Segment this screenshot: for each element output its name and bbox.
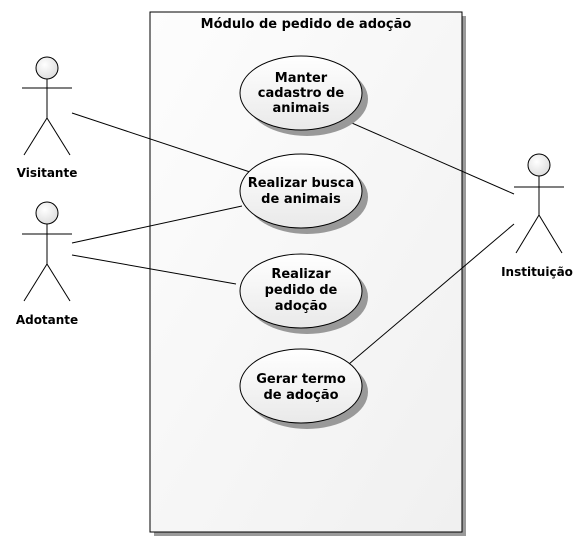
- use-case-label-line: pedido de: [265, 283, 338, 298]
- association-adotante-pedido: [71, 254, 237, 285]
- use-case-label-line: Gerar termo: [256, 372, 346, 387]
- actor-adotante[interactable]: Adotante: [16, 201, 78, 327]
- actor-label: Visitante: [17, 166, 78, 180]
- use-case-label-line: de animais: [261, 192, 341, 207]
- use-case-realizar-pedido[interactable]: Realizar pedido de adoção: [239, 253, 368, 334]
- association-visitante-busca: [71, 112, 251, 173]
- association-instituicao-termo: [348, 223, 515, 365]
- use-case-realizar-busca[interactable]: Realizar busca de animais: [239, 153, 368, 234]
- association-instituicao-cadastro: [344, 119, 515, 195]
- association-adotante-busca: [71, 205, 243, 244]
- use-case-manter-cadastro[interactable]: Manter cadastro de animais: [239, 55, 368, 136]
- actor-visitante[interactable]: Visitante: [17, 56, 78, 180]
- use-case-label-line: de adoção: [263, 388, 338, 403]
- stick-figure-icon: [22, 56, 72, 156]
- actor-label: Instituição: [501, 265, 573, 279]
- use-case-label-line: cadastro de: [258, 86, 345, 101]
- stick-figure-icon: [22, 201, 72, 302]
- system-title: Módulo de pedido de adoção: [201, 17, 412, 32]
- stick-figure-icon: [514, 153, 564, 254]
- associations: [71, 112, 515, 365]
- use-case-label-line: adoção: [275, 299, 327, 314]
- use-case-gerar-termo[interactable]: Gerar termo de adoção: [239, 348, 368, 429]
- use-case-label-line: Realizar busca: [248, 176, 355, 191]
- use-case-label-line: Manter: [275, 71, 328, 86]
- use-case-label-line: Realizar: [271, 267, 331, 282]
- actor-instituicao[interactable]: Instituição: [501, 153, 573, 279]
- actor-label: Adotante: [16, 313, 78, 327]
- use-case-label-line: animais: [273, 101, 330, 116]
